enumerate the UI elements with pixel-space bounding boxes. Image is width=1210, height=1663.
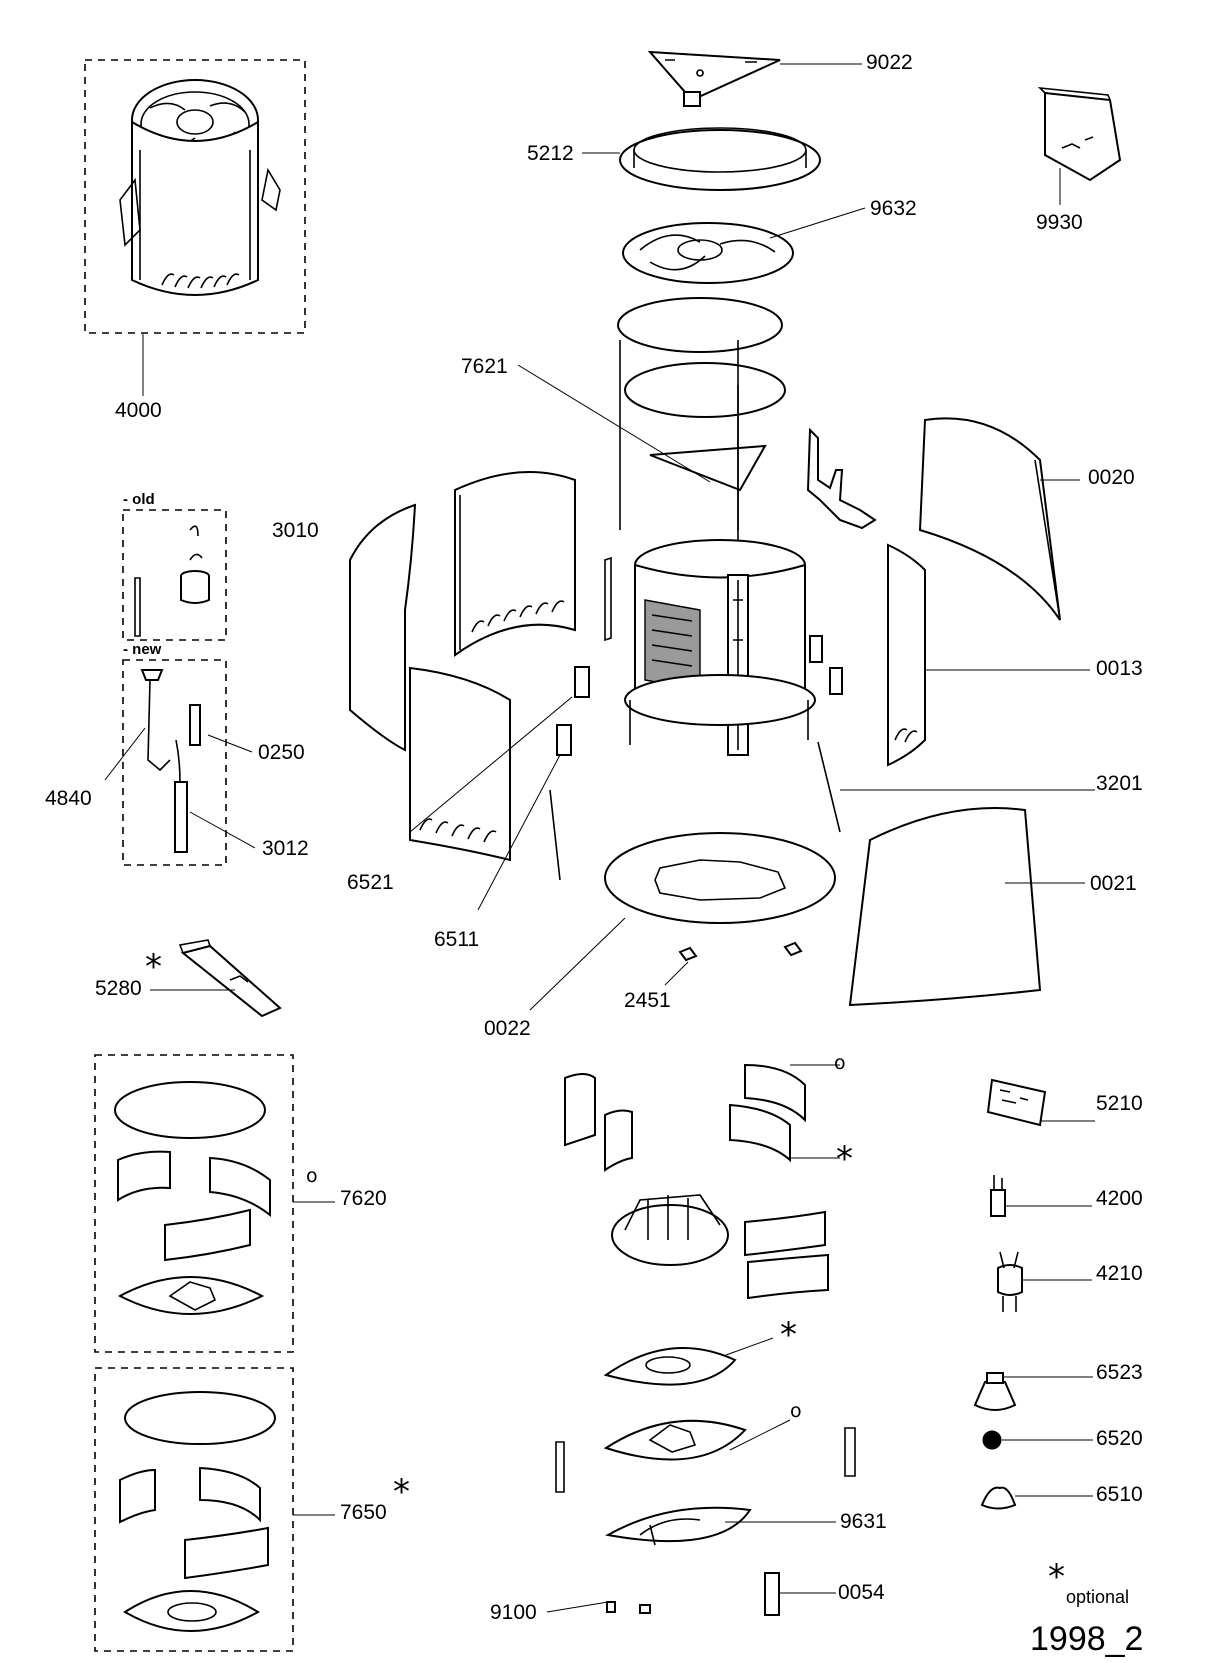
callout-6511: 6511 bbox=[434, 928, 480, 951]
callout-9930: 9930 bbox=[1036, 211, 1083, 234]
central-body-drawing bbox=[624, 539, 816, 756]
callout-9632: 9632 bbox=[870, 197, 917, 220]
mid-small-parts-drawing bbox=[409, 556, 1095, 911]
callout-6523: 6523 bbox=[1096, 1361, 1143, 1384]
callout-7620: 7620 bbox=[340, 1187, 387, 1210]
callout-3012: 3012 bbox=[262, 837, 309, 860]
upper-discs-drawing bbox=[517, 297, 786, 640]
callout-0054: 0054 bbox=[838, 1581, 885, 1604]
group-label-new: - new bbox=[123, 641, 162, 658]
part-9632-drawing bbox=[622, 207, 866, 284]
part-3010-drawing bbox=[104, 509, 256, 866]
circle-marker-7620: o bbox=[306, 1165, 318, 1187]
callout-4840: 4840 bbox=[45, 787, 92, 810]
optional-marker-disc: * bbox=[780, 1315, 797, 1355]
part-5280-drawing bbox=[150, 939, 282, 1018]
callout-4200: 4200 bbox=[1096, 1187, 1143, 1210]
optional-marker-segments: * bbox=[836, 1139, 853, 1179]
left-panels-drawing bbox=[349, 471, 576, 862]
right-panels-drawing bbox=[806, 417, 1090, 1007]
callout-0022: 0022 bbox=[484, 1017, 531, 1040]
callout-0021: 0021 bbox=[1090, 872, 1137, 895]
part-7620-drawing bbox=[94, 1054, 335, 1353]
part-4000-drawing bbox=[84, 59, 306, 396]
legend-optional-symbol: * bbox=[1048, 1557, 1065, 1597]
callout-5280: 5280 bbox=[95, 977, 142, 1000]
group-box-new bbox=[122, 659, 227, 866]
callout-5212: 5212 bbox=[527, 142, 574, 165]
callout-6510: 6510 bbox=[1096, 1483, 1143, 1506]
callout-3201: 3201 bbox=[1096, 772, 1143, 795]
group-box-7650 bbox=[94, 1367, 294, 1652]
callout-2451: 2451 bbox=[624, 989, 671, 1012]
callout-0013: 0013 bbox=[1096, 657, 1143, 680]
circle-marker-lower: o bbox=[790, 1400, 802, 1422]
callout-9100: 9100 bbox=[490, 1601, 537, 1624]
group-label-old: - old bbox=[123, 491, 155, 508]
callout-7621: 7621 bbox=[461, 355, 508, 378]
callout-0250: 0250 bbox=[258, 741, 305, 764]
callout-9022: 9022 bbox=[866, 51, 913, 74]
part-9022-drawing bbox=[647, 50, 862, 107]
callout-5210: 5210 bbox=[1096, 1092, 1143, 1115]
callout-4000: 4000 bbox=[115, 399, 162, 422]
callout-0020: 0020 bbox=[1088, 466, 1135, 489]
right-small-parts-drawing bbox=[973, 1078, 1095, 1510]
optional-marker-5280: * bbox=[145, 947, 162, 987]
circle-marker-upper: o bbox=[834, 1052, 846, 1074]
callout-9631: 9631 bbox=[840, 1510, 887, 1533]
part-7650-drawing bbox=[94, 1367, 335, 1652]
part-5212-drawing bbox=[582, 127, 821, 191]
lower-stack-drawing bbox=[546, 1063, 856, 1616]
part-0022-drawing bbox=[529, 832, 836, 1011]
callout-6521: 6521 bbox=[347, 871, 394, 894]
callout-6520: 6520 bbox=[1096, 1427, 1143, 1450]
figure-id: 1998_2 bbox=[1030, 1620, 1144, 1658]
group-box-4000 bbox=[84, 59, 306, 334]
callout-3010: 3010 bbox=[272, 519, 319, 542]
part-9930-drawing bbox=[1037, 86, 1122, 205]
optional-marker-7650: * bbox=[393, 1472, 410, 1512]
group-box-old bbox=[122, 509, 227, 641]
callout-7650: 7650 bbox=[340, 1501, 387, 1524]
legend-optional-text: optional bbox=[1066, 1587, 1130, 1607]
callout-4210: 4210 bbox=[1096, 1262, 1143, 1285]
